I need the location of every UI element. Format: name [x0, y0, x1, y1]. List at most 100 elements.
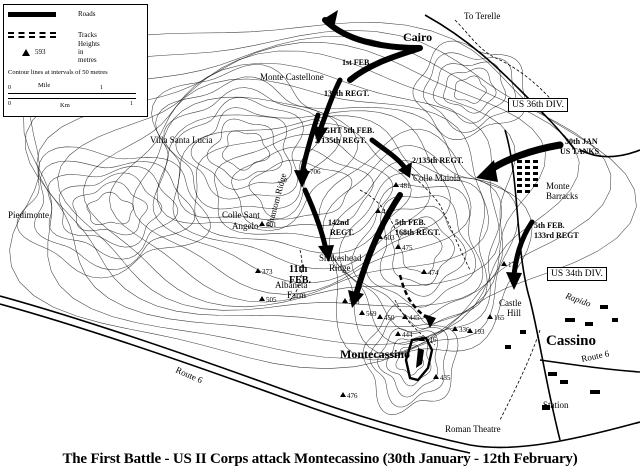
track-symbol: [8, 32, 56, 38]
height-label: 505: [266, 296, 277, 304]
label-cairo: Cairo: [403, 30, 432, 44]
label-castle-1: Castle: [499, 298, 522, 308]
height-triangle-icon: [487, 314, 493, 319]
height-triangle-icon: [395, 244, 401, 249]
label-villa-santa-lucia: Villa Santa Lucia: [150, 135, 212, 145]
height-triangle-icon: [303, 168, 309, 173]
scale-one-top: 1: [100, 85, 103, 91]
arrow-head: [322, 10, 338, 28]
legend-km: Km: [60, 102, 70, 109]
label-30th-jan-2: US TANKS: [560, 147, 600, 156]
label-albaneta-2: Farm: [287, 290, 306, 300]
height-label: 336: [459, 326, 470, 334]
label-snakeshead-2: Ridge: [329, 263, 351, 273]
height-label: 445: [382, 208, 393, 216]
label-monte-castellone: Monte Castellone: [260, 72, 324, 82]
height-label: 706: [310, 168, 321, 176]
legend-heights-label: Heights in metres: [78, 40, 100, 64]
height-label: 165: [494, 314, 505, 322]
arrow-head: [312, 126, 328, 144]
label-night-5th-feb: NIGHT 5th FEB.: [315, 126, 374, 135]
label-133rd-1: 5th FEB.: [534, 221, 565, 230]
height-triangle-icon: [259, 296, 265, 301]
legend-roads-label: Roads: [78, 10, 96, 18]
road-symbol: [8, 11, 56, 17]
route-6-road: [0, 295, 640, 454]
label-colle-sant-angelo-2: Angelo: [232, 221, 259, 231]
arrow-head: [476, 160, 498, 182]
height-triangle-icon: [377, 314, 383, 319]
arrow-head: [424, 314, 436, 328]
us-34th-div-box: US 34th DIV.: [547, 267, 607, 281]
map-legend: Roads Tracks 593 Heights in metres Conto…: [3, 4, 148, 117]
height-triangle-icon: [395, 331, 401, 336]
height-triangle-icon: [375, 208, 381, 213]
monastery-outline: [404, 336, 434, 382]
height-label: 475: [402, 244, 413, 252]
height-label: 444: [402, 331, 413, 339]
label-1st-feb: 1st FEB.: [342, 58, 371, 67]
label-168th-1: 5th FEB.: [395, 218, 426, 227]
height-label: 603: [384, 234, 395, 242]
height-label: 593: [349, 298, 360, 306]
height-triangle-icon: [340, 392, 346, 397]
scale-bar: [8, 93, 136, 99]
arrow-head: [348, 290, 364, 308]
height-triangle-icon: [377, 234, 383, 239]
height-triangle-icon: [419, 336, 425, 341]
attack-arrow-2-135th: [369, 137, 408, 171]
label-colle-sant-angelo-1: Colle Sant: [222, 210, 260, 220]
height-label: 481: [400, 182, 411, 190]
label-133rd-2: 133rd REGT: [534, 231, 579, 240]
attack-arrow-168th: [353, 192, 403, 298]
height-triangle-icon: [501, 261, 507, 266]
height-label: 569: [366, 310, 377, 318]
scale-one-bottom: 1: [130, 101, 133, 107]
scale-zero-bottom: 0: [8, 101, 11, 107]
label-11th-feb-2: FEB.: [289, 275, 311, 286]
label-30th-jan-1: 30th JAN: [565, 137, 598, 146]
height-label: 435: [440, 374, 451, 382]
monte-barracks-buildings: [517, 160, 538, 193]
height-triangle-icon: [259, 221, 265, 226]
label-colle-maiola: Colle Maiola: [413, 173, 460, 183]
label-11th-feb-1: 11th: [289, 264, 308, 275]
label-to-terelle: To Terelle: [464, 11, 500, 21]
height-triangle-icon: [359, 310, 365, 315]
label-142nd-regt-2: REGT.: [330, 228, 354, 237]
label-montecassino: Montecassino: [340, 347, 410, 361]
us-36th-div-box: US 36th DIV.: [508, 98, 568, 112]
arrow-head: [318, 245, 334, 262]
label-castle-2: Hill: [507, 308, 522, 318]
height-label: 474: [428, 269, 439, 277]
height-triangle-icon: [342, 298, 348, 303]
label-135th-regt: 135th REGT.: [324, 89, 369, 98]
attack-arrows: [294, 10, 564, 328]
label-cassino: Cassino: [546, 333, 596, 349]
height-triangle-icon: [402, 314, 408, 319]
label-142nd-regt-1: 142nd: [328, 218, 349, 227]
label-albaneta-1: Albaneta: [275, 280, 307, 290]
height-label: 476: [347, 392, 358, 400]
legend-height-number: 593: [35, 48, 46, 56]
cassino-town-blocks: [505, 305, 618, 410]
scale-zero-top: 0: [8, 85, 11, 91]
attack-arrow-castellone: [317, 77, 343, 133]
legend-heights-row: 593 Heights in metres: [8, 40, 100, 64]
arrow-head: [294, 170, 310, 188]
legend-contour-note: Contour lines at intervals of 50 metres: [8, 69, 108, 76]
label-piedimonte: Piedimonte: [8, 210, 49, 220]
legend-mile: Mile: [38, 82, 51, 89]
map-caption: The First Battle - US II Corps attack Mo…: [62, 451, 578, 467]
height-label: 445: [409, 314, 420, 322]
height-label: 175: [508, 261, 519, 269]
attack-arrow-142nd: [302, 187, 329, 253]
height-label: 373: [262, 268, 273, 276]
height-triangle-icon: [22, 48, 30, 56]
label-route6-east: Route 6: [580, 348, 610, 364]
attack-arrow-cairo-1feb: [322, 17, 423, 83]
height-triangle-icon: [452, 326, 458, 331]
